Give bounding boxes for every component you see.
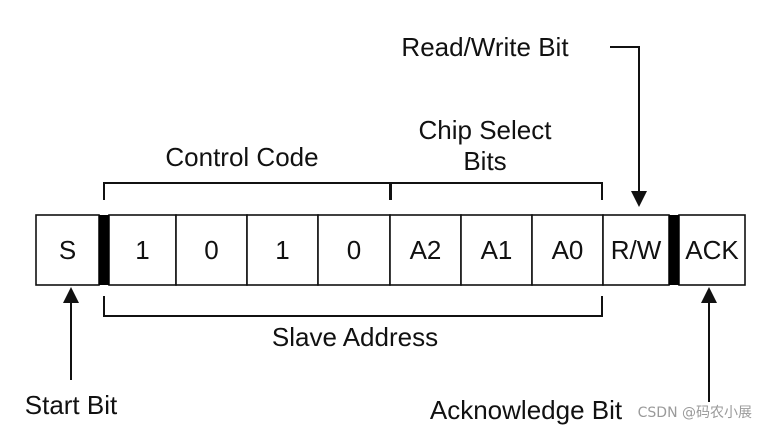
bit-cell bbox=[108, 214, 177, 286]
bit-cell bbox=[317, 214, 391, 286]
chip-select-label-line1: Chip Select bbox=[419, 115, 553, 145]
start-bit-arrow bbox=[63, 287, 79, 380]
slave-address-bracket bbox=[103, 296, 603, 317]
chip-select-bracket bbox=[390, 182, 603, 200]
bit-separator bbox=[99, 215, 109, 285]
control-code-label: Control Code bbox=[165, 142, 318, 172]
read-write-bit-label: Read/Write Bit bbox=[401, 32, 569, 62]
bit-cell-label: 1 bbox=[275, 235, 289, 265]
bit-separator bbox=[669, 215, 679, 285]
bit-frame: S 1 0 1 0 A2 A1 A0 R/W ACK bbox=[35, 214, 746, 286]
acknowledge-bit-label: Acknowledge Bit bbox=[430, 395, 623, 425]
bit-cell bbox=[35, 214, 100, 286]
bit-cell-label: A0 bbox=[552, 235, 584, 265]
start-bit-label: Start Bit bbox=[25, 390, 118, 420]
bit-cell-label: A1 bbox=[481, 235, 513, 265]
bit-cell-label: R/W bbox=[611, 235, 662, 265]
bit-cell-label: 0 bbox=[204, 235, 218, 265]
bit-cell bbox=[460, 214, 533, 286]
bit-cell bbox=[602, 214, 670, 286]
watermark: CSDN @码农小展 bbox=[638, 405, 752, 421]
bit-cell bbox=[678, 214, 746, 286]
bit-cell bbox=[389, 214, 462, 286]
chip-select-label-line2: Bits bbox=[463, 146, 506, 176]
slave-address-label: Slave Address bbox=[272, 322, 438, 352]
read-write-arrow bbox=[610, 46, 647, 207]
control-code-bracket bbox=[103, 182, 391, 200]
bit-cell bbox=[531, 214, 604, 286]
bit-cell-label: 1 bbox=[135, 235, 149, 265]
bit-cell-label: A2 bbox=[410, 235, 442, 265]
bit-cell-label: 0 bbox=[347, 235, 361, 265]
bit-cell-label: S bbox=[59, 235, 76, 265]
bit-cell bbox=[175, 214, 248, 286]
bit-cell-label: ACK bbox=[685, 235, 739, 265]
acknowledge-bit-arrow bbox=[701, 287, 717, 402]
